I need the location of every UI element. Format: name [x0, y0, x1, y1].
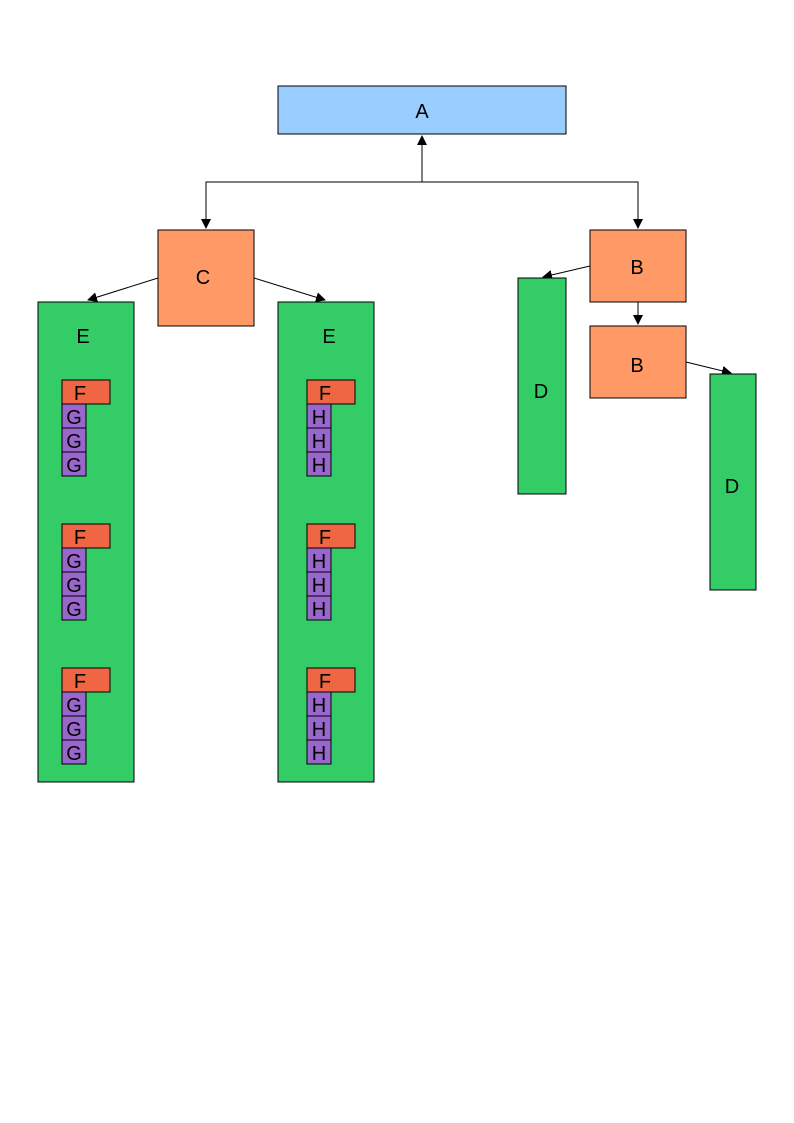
node-d-second: D	[709, 373, 757, 591]
connector-to-c	[201, 181, 422, 229]
connector-c-to-e-left	[87, 277, 159, 303]
right-item-label: H	[312, 599, 326, 621]
node-b-top: B	[589, 229, 687, 303]
left-item-label: G	[66, 743, 82, 765]
left-item-label: G	[66, 455, 82, 477]
node-b-top-box	[589, 229, 687, 303]
left-item-box	[61, 715, 87, 741]
left-item-label: G	[66, 551, 82, 573]
node-b-bottom-box	[589, 325, 687, 399]
node-c-label: C	[196, 267, 210, 289]
right-item-label: H	[312, 407, 326, 429]
right-item-box	[306, 451, 332, 477]
right-f-label: F	[319, 383, 331, 405]
node-d-first-box	[517, 277, 567, 495]
node-e-right-label: E	[322, 326, 335, 348]
left-f-label: F	[74, 527, 86, 549]
right-f-box	[306, 379, 356, 405]
left-item-label: G	[66, 575, 82, 597]
right-item-label: H	[312, 743, 326, 765]
left-item-box	[61, 739, 87, 765]
node-b-bottom: B	[589, 325, 687, 399]
right-item-label: H	[312, 551, 326, 573]
right-f-box	[306, 523, 356, 549]
right-item-box	[306, 427, 332, 453]
left-item-box	[61, 451, 87, 477]
left-item-box	[61, 595, 87, 621]
left-item-label: G	[66, 599, 82, 621]
node-a: A	[277, 85, 567, 135]
node-d-first: D	[517, 277, 567, 495]
left-f-box	[61, 523, 111, 549]
right-item-label: H	[312, 695, 326, 717]
node-d-second-box	[709, 373, 757, 591]
left-f-label: F	[74, 383, 86, 405]
node-c: C	[157, 229, 255, 327]
left-item-box	[61, 571, 87, 597]
connectors	[87, 135, 732, 376]
node-b-bottom-label: B	[630, 355, 643, 377]
left-item-label: G	[66, 407, 82, 429]
node-b-top-label: B	[630, 257, 643, 279]
connector-b-to-d	[542, 265, 591, 280]
right-item-box	[306, 715, 332, 741]
right-f-label: F	[319, 671, 331, 693]
right-item-label: H	[312, 455, 326, 477]
right-item-label: H	[312, 431, 326, 453]
left-item-box	[61, 427, 87, 453]
connector-to-b	[422, 181, 643, 229]
left-f-label: F	[74, 671, 86, 693]
node-a-box	[277, 85, 567, 135]
left-item-box	[61, 691, 87, 717]
left-f-box	[61, 379, 111, 405]
connector-b2-to-d	[685, 361, 732, 376]
right-f-box	[306, 667, 356, 693]
left-item-box	[61, 403, 87, 429]
right-f-label: F	[319, 527, 331, 549]
node-c-box	[157, 229, 255, 327]
right-item-label: H	[312, 575, 326, 597]
right-item-box	[306, 595, 332, 621]
node-d-second-label: D	[725, 476, 739, 498]
node-a-label: A	[415, 101, 429, 123]
node-e-left-label: E	[76, 326, 89, 348]
right-item-box	[306, 403, 332, 429]
right-item-box	[306, 739, 332, 765]
right-item-box	[306, 571, 332, 597]
connector-c-to-e-right	[253, 277, 326, 303]
left-item-label: G	[66, 695, 82, 717]
node-d-first-label: D	[534, 381, 548, 403]
left-item-label: G	[66, 431, 82, 453]
right-item-box	[306, 547, 332, 573]
left-item-label: G	[66, 719, 82, 741]
right-item-label: H	[312, 719, 326, 741]
